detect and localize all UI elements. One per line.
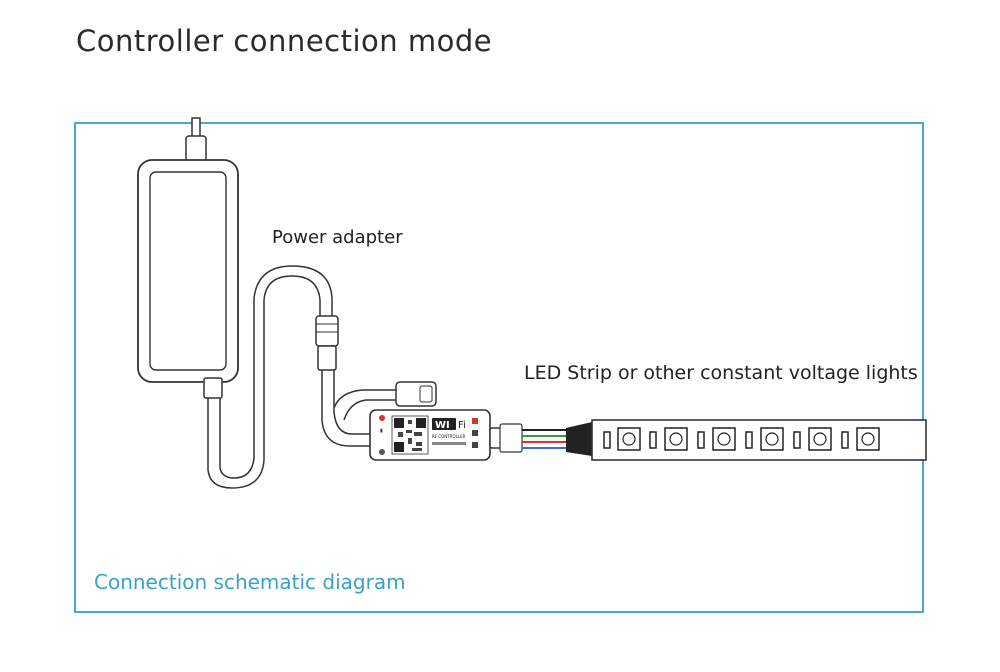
controller-model-text: RF CONTROLLER xyxy=(432,434,466,439)
rgb-connector xyxy=(489,423,566,453)
power-plug-top xyxy=(185,117,207,163)
led-chips xyxy=(603,427,880,451)
diagram-frame xyxy=(74,122,924,613)
splitter-cable xyxy=(321,370,398,447)
dc-socket xyxy=(395,381,437,407)
dc-plug xyxy=(315,315,339,371)
controller-fi-text: Fi xyxy=(458,420,466,431)
wifi-controller: ▮ WI Fi RF CONTROLLER xyxy=(369,409,491,461)
adapter-cable xyxy=(207,265,333,489)
qr-code xyxy=(391,415,429,455)
power-adapter-label: Power adapter xyxy=(272,227,403,248)
led-strip xyxy=(566,419,927,461)
svg-text:▮: ▮ xyxy=(380,428,383,434)
page-title: Controller connection mode xyxy=(76,24,493,58)
led-strip-label: LED Strip or other constant voltage ligh… xyxy=(524,362,918,384)
power-adapter xyxy=(137,159,239,399)
controller-wi-text: WI xyxy=(435,420,450,431)
diagram-caption: Connection schematic diagram xyxy=(94,570,406,594)
